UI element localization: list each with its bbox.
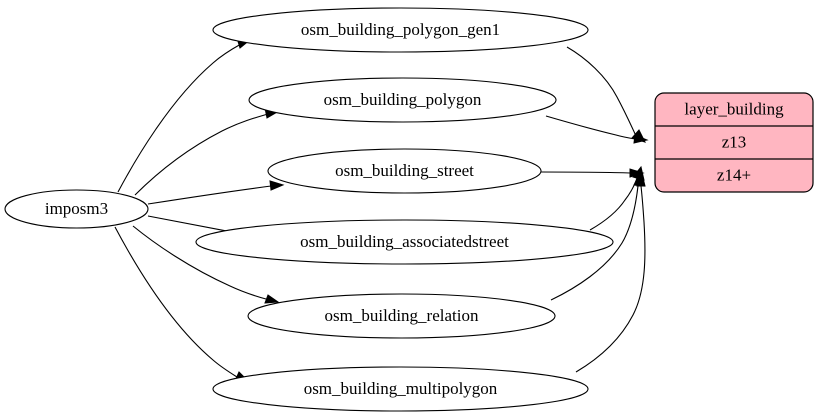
layer-building-box xyxy=(654,92,814,193)
edge-imposm3-to-osm_building_street xyxy=(147,180,285,205)
node-osm_building_associatedstreet[interactable]: osm_building_associatedstreet xyxy=(195,219,614,265)
node-osm_building_polygon_gen1[interactable]: osm_building_polygon_gen1 xyxy=(212,7,589,53)
layer-building-zoom-z13: z13 xyxy=(722,132,747,151)
node-osm_building_multipolygon[interactable]: osm_building_multipolygon xyxy=(212,366,589,412)
node-label-osm_building_associatedstreet: osm_building_associatedstreet xyxy=(300,232,509,251)
edge-osm_building_polygon_gen1-to-layer_building-z13 xyxy=(566,46,646,143)
edge-imposm3-to-osm_building_polygon_gen1 xyxy=(117,37,253,193)
layer-building-name: layer_building xyxy=(684,99,784,118)
node-label-osm_building_polygon_gen1: osm_building_polygon_gen1 xyxy=(301,20,500,39)
edge-imposm3-to-osm_building_polygon xyxy=(134,107,281,196)
edge-osm_building_multipolygon-to-layer_building-z14 xyxy=(575,172,646,373)
node-imposm3[interactable]: imposm3 xyxy=(4,189,149,229)
node-layer_building[interactable]: layer_building z13 z14+ xyxy=(654,92,814,193)
node-label-osm_building_multipolygon: osm_building_multipolygon xyxy=(304,379,498,398)
edge-osm_building_polygon-to-layer_building-z13 xyxy=(545,115,649,144)
edge-imposm3-to-osm_building_relation xyxy=(132,225,280,304)
node-osm_building_polygon[interactable]: osm_building_polygon xyxy=(248,77,557,123)
node-label-osm_building_relation: osm_building_relation xyxy=(325,306,479,325)
node-osm_building_relation[interactable]: osm_building_relation xyxy=(247,293,556,339)
node-label-imposm3: imposm3 xyxy=(45,199,108,218)
edge-group-tables-to-layer xyxy=(540,46,649,373)
node-label-osm_building_street: osm_building_street xyxy=(335,161,474,180)
edge-osm_building_street-to-layer_building-z14 xyxy=(540,168,645,178)
layer-building-zoom-z14-plus: z14+ xyxy=(717,165,751,184)
node-osm_building_street[interactable]: osm_building_street xyxy=(267,148,542,194)
node-label-osm_building_polygon: osm_building_polygon xyxy=(324,90,482,109)
